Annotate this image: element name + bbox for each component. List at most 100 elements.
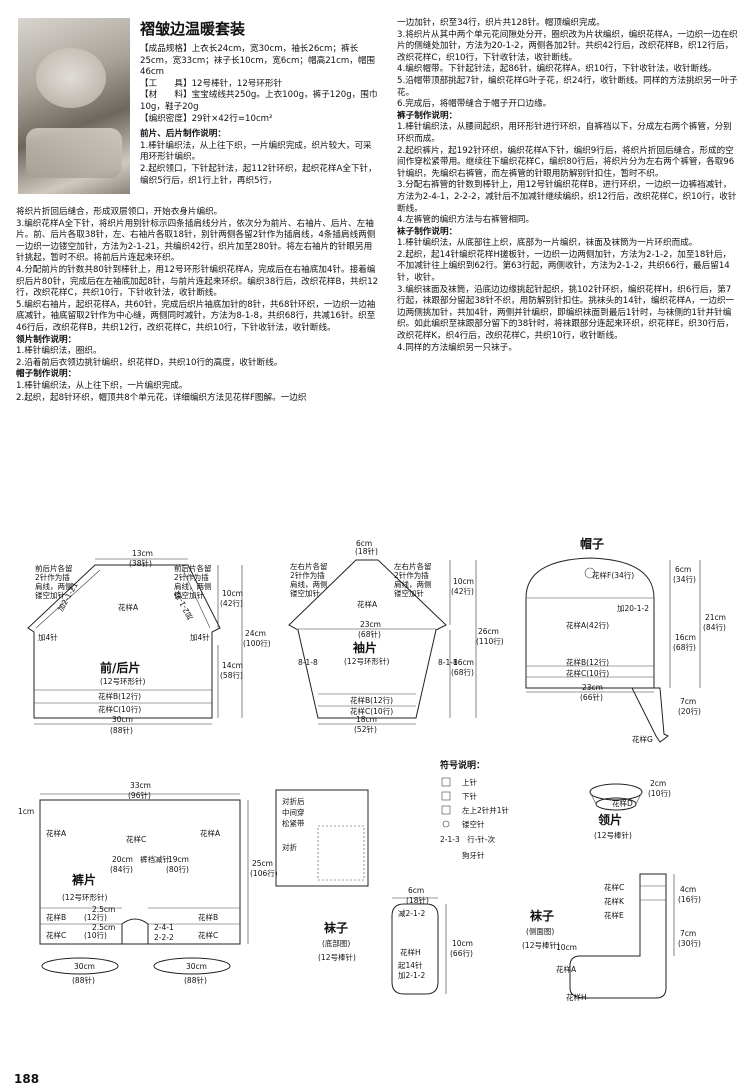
note-text: 镂空加针 (290, 588, 320, 598)
note-text: 左右片各留 (394, 561, 432, 571)
instruction-line: 4.同样的方法编织另一只袜子。 (397, 342, 517, 353)
dim-label: (88针) (110, 725, 133, 735)
dim-label: (68针) (358, 629, 381, 639)
pattern-label: 花样B (46, 912, 66, 922)
section-heading: 帽子制作说明： (16, 369, 77, 380)
dim-label: (10行) (84, 930, 107, 940)
dim-label: 13cm (132, 549, 153, 558)
needle-label: (12号环形针) (344, 656, 389, 666)
dec-label: 8-1-8 (298, 658, 318, 667)
dim-label: (100行) (243, 638, 271, 648)
inc-label: 加4针 (38, 632, 58, 642)
pattern-label: 花样A (556, 964, 577, 974)
dim-label: (84行) (703, 622, 726, 632)
dim-label: 10cm (222, 589, 243, 598)
pattern-label: 花样A (357, 599, 378, 609)
dim-label: (38针) (129, 558, 152, 568)
instruction-line: 5.沿帽带顶部挑起7针，编织花样G叶子花，织24行，收针断线。同样的方法挑织另一… (397, 75, 738, 98)
left-column: 将织片折回后缝合，形成双层领口，开始衣身片编织。 3.编织花样A全下针，将织片用… (16, 207, 380, 404)
dim-label: 7cm (680, 929, 696, 938)
dim-label: 30cm (186, 962, 207, 971)
dim-label: (42行) (220, 598, 243, 608)
sleeve-diagram: 6cm (18针) 左右片各留 2针作为插 肩线，两侧 镂空加针 左右片各留 2… (288, 539, 504, 734)
spec-line: 【成品规格】上衣长24cm，宽30cm，袖长26cm；裤长25cm，宽33cm；… (140, 44, 376, 78)
collar-diagram: 花样D 2cm (10行) 领片 (12号棒针) (589, 779, 671, 840)
note-text: 2针作为插 (35, 572, 70, 582)
subtitle: (底部图) (322, 938, 350, 948)
dim-label: 21cm (705, 613, 726, 622)
dec-label: 2-2-2 (154, 933, 174, 942)
piece-name: 领片 (598, 812, 622, 827)
note-text: 肩线，两侧 (174, 581, 212, 591)
pants-diagram: 33cm (96针) 1cm 花样A 花样A 花样C 裤裆减针 20cm (84… (18, 781, 369, 985)
note-text: 肩线，两侧 (35, 581, 73, 591)
dim-label: 20cm (112, 855, 133, 864)
pattern-label: 花样A (118, 602, 139, 612)
note-text: 前后片各留 (35, 563, 73, 573)
inc-label: 加2-1-21 (55, 580, 80, 613)
dim-label: 23cm (582, 683, 603, 692)
legend-item: 下针 (462, 791, 477, 801)
dim-label: (18针) (406, 895, 429, 905)
hat-diagram: 帽子 花样F(34行) 花样A(42行) 加20-1-2 花样B(12行) 花样… (525, 536, 726, 744)
dim-label: (42行) (451, 586, 474, 596)
dim-label: (106行) (250, 868, 278, 878)
dim-label: (88针) (72, 975, 95, 985)
dim-label: (68行) (673, 642, 696, 652)
piece-name: 前/后片 (100, 660, 140, 675)
dim-label: (18针) (355, 546, 378, 556)
note-text: 镂空加针 (394, 588, 424, 598)
note-text: 2针作为插 (174, 572, 209, 582)
dim-label: 16cm (453, 658, 474, 667)
dim-label: 26cm (478, 627, 499, 636)
subtitle: (侧面图) (526, 926, 554, 936)
instruction-line: 3.编织袜面及袜筒，沿底边边缘挑起针起织，挑102针环织，编织花样H，织6行后，… (397, 284, 735, 342)
pattern-label: 花样A(42行) (566, 620, 609, 630)
piece-name: 裤片 (72, 872, 96, 887)
pattern-label: 花样B(12行) (98, 691, 141, 701)
section-heading: 袜子制作说明： (397, 226, 458, 237)
pattern-label: 花样C(10行) (350, 706, 393, 716)
spec-line: 【编织密度】29针×42行=10cm² (140, 113, 273, 124)
page-number: 188 (14, 1072, 40, 1086)
pattern-label: 花样K (604, 896, 625, 906)
instruction-line: 将织片折回后缝合，形成双层领口，开始衣身片编织。 (16, 207, 223, 217)
dim-label: 10cm (556, 943, 577, 952)
pattern-label: 花样A (200, 828, 221, 838)
pattern-label: 花样C(10行) (566, 668, 609, 678)
needle-label: (12号环形针) (100, 676, 145, 686)
note-text: 对折后 (282, 796, 305, 806)
dim-label: (30行) (678, 938, 701, 948)
instruction-line: 5.编织右袖片，起织花样A，共60针，完成后织片袖底加针的8针，共68针环织，一… (16, 299, 376, 333)
spec-line: 【工 具】12号棒针，12号环形针 (140, 78, 283, 89)
dim-label: (96针) (128, 790, 151, 800)
pattern-label: 花样B(12行) (566, 657, 609, 667)
note-text: 起14针 (398, 960, 423, 970)
instruction-line: 2.起织裤片，起192针环织，编织花样A下针，编织9行后，将织片折回后缝合，形成… (397, 145, 735, 179)
note-text: 松紧带 (282, 818, 305, 828)
piece-name: 帽子 (580, 536, 604, 551)
instruction-line: 3.将织片从其中两个单元花间隙处分开，圈织改为片状编织，编织花样A，一边织一边在… (397, 29, 738, 63)
sock-side-diagram: 花样C 花样K 花样E 4cm (16行) 7cm (30行) 10cm 花样A… (522, 873, 701, 1002)
dec-label: 减2-1-2 (398, 908, 425, 918)
note-text: 2针作为插 (290, 570, 325, 580)
product-photo (18, 18, 130, 194)
dim-label: (68行) (451, 667, 474, 677)
instruction-line: 3.分配右裤管的针数到棒针上，用12号针编织花样B，进行环织，一边织一边裤裆减针… (397, 180, 737, 214)
note-text: 加2-1-2 (398, 970, 425, 980)
dim-label: 33cm (130, 781, 151, 790)
piece-name: 袖片 (353, 640, 377, 655)
dec-label: 2-4-1 (154, 923, 174, 932)
intro-column: 【成品规格】上衣长24cm，宽30cm，袖长26cm；裤长25cm，宽33cm；… (140, 44, 378, 187)
instruction-line: 1.棒针编织法，从腰间起织，用环形针进行环织，自裤裆以下，分成左右两个裤管，分别… (397, 122, 732, 144)
note-text: 裤裆减针 (140, 854, 170, 864)
dim-label: 1cm (18, 807, 34, 816)
spec-line: 【材 料】宝宝绒线共250g。上衣100g，裤子120g，围巾10g，鞋子20g (140, 90, 378, 112)
body-diagram: 13cm (38针) 前后片各留 2针作为插 肩线，两侧 镂空加针 前后片各留 … (27, 549, 271, 735)
sock-sole-diagram: 6cm (18针) 减2-1-2 花样H 起14针 加2-1-2 10cm (6… (318, 886, 473, 995)
dim-label: (84行) (110, 864, 133, 874)
instruction-line: 3.编织花样A全下针，将织片用别针标示四条插肩线分片，依次分为前片、右袖片、后片… (16, 218, 376, 264)
instruction-line: 2.起织领口，下针起针法，起112针环织，起织花样A全下针，编织5行后，织1行上… (140, 163, 377, 186)
note-text: 2针作为插 (394, 570, 429, 580)
instruction-line: 1.棒针编织法，从上往下织，一片编织完成，织片较大，可采用环形针编织。 (140, 140, 372, 163)
